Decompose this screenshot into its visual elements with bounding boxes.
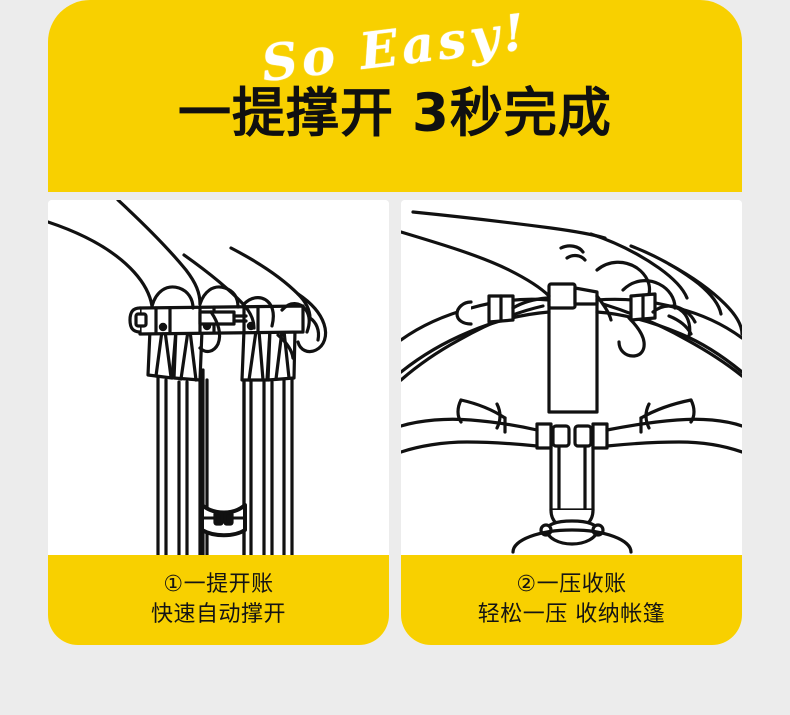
page-title-part1: 一提撑开 <box>178 83 395 144</box>
tent-close-lineart <box>401 210 742 554</box>
page-title: 一提撑开 3秒完成 <box>48 86 742 142</box>
hand-pulling-tent-hub-illustration <box>48 200 389 555</box>
step-2-caption-line1: ②一压收账 <box>516 571 627 597</box>
step-1-caption-line2: 快速自动撑开 <box>150 602 286 627</box>
hand-pressing-tent-hub-illustration <box>401 200 742 555</box>
step-1-caption-line1: ①一提开账 <box>163 571 274 597</box>
step-panel-1: ①一提开账 快速自动撑开 <box>48 200 389 645</box>
tent-open-lineart <box>48 200 328 555</box>
step-2-caption-line2: 轻松一压 收纳帐篷 <box>477 602 666 627</box>
step-1-caption: ①一提开账 快速自动撑开 <box>48 555 389 645</box>
page-title-part2: 3秒完成 <box>412 83 612 144</box>
step-panel-2: ②一压收账 轻松一压 收纳帐篷 <box>401 200 742 645</box>
step-2-caption: ②一压收账 轻松一压 收纳帐篷 <box>401 555 742 645</box>
